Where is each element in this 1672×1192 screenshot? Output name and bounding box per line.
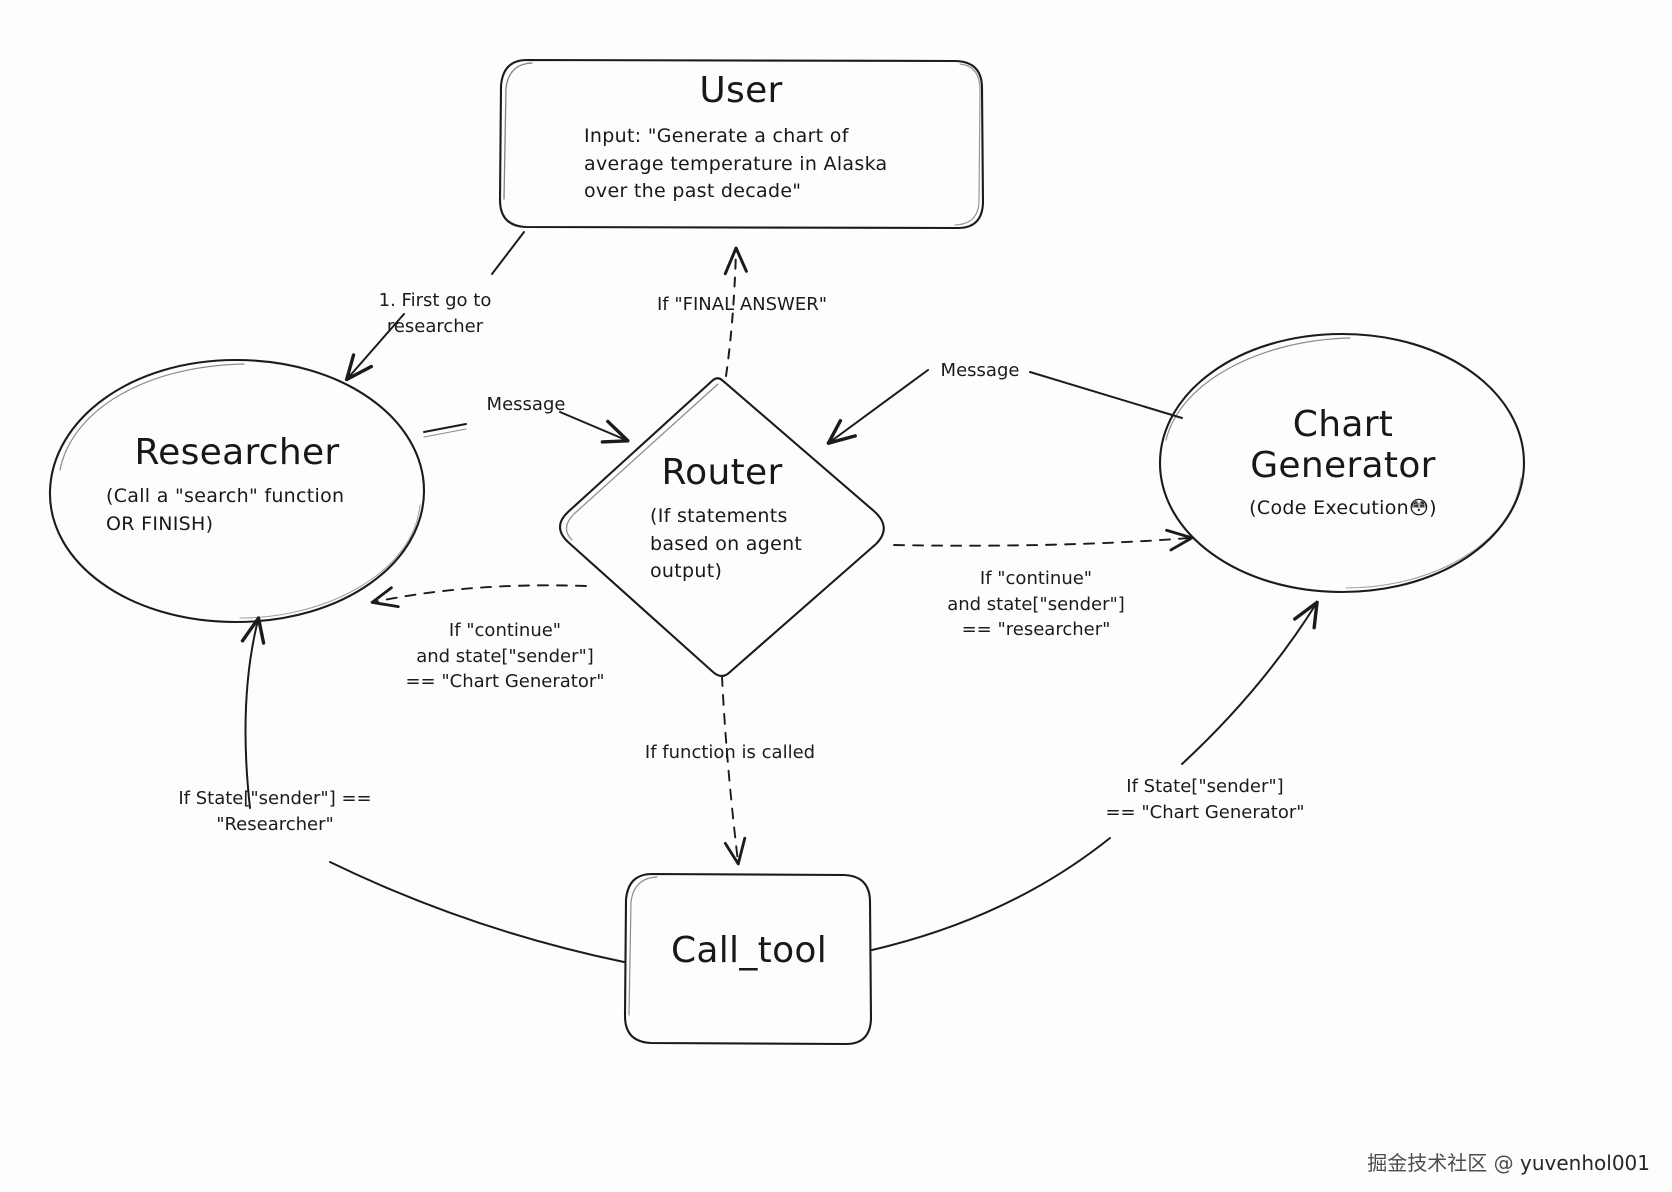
- edge-router-to-researcher: [370, 584, 587, 609]
- watermark-prefix: 掘金技术社区 @: [1367, 1151, 1521, 1175]
- edge-chart-generator-to-router: [826, 369, 1183, 445]
- watermark-handle: yuvenhol001: [1520, 1151, 1650, 1175]
- chart-generator-node-outline: [1158, 332, 1526, 594]
- edge-router-to-chart-generator: [893, 528, 1194, 552]
- edge-call-tool-to-chart-generator: [871, 600, 1319, 951]
- node-call-tool[interactable]: [624, 872, 872, 1044]
- watermark: 掘金技术社区 @ yuvenhol001: [1367, 1147, 1650, 1176]
- edge-router-to-call-tool: [721, 675, 747, 866]
- edge-user-to-researcher: [344, 231, 525, 382]
- edge-router-to-user: [723, 246, 748, 377]
- node-researcher[interactable]: [48, 358, 426, 624]
- user-node-outline: [498, 58, 985, 230]
- router-node-outline: [558, 377, 885, 678]
- node-chart-generator[interactable]: [1158, 332, 1526, 594]
- edge-researcher-to-router: [423, 411, 630, 444]
- researcher-node-outline: [48, 358, 426, 624]
- call-tool-node-outline: [623, 872, 873, 1046]
- node-user[interactable]: [498, 58, 984, 228]
- edge-call-tool-to-researcher: [240, 616, 625, 963]
- node-router[interactable]: [552, 378, 892, 678]
